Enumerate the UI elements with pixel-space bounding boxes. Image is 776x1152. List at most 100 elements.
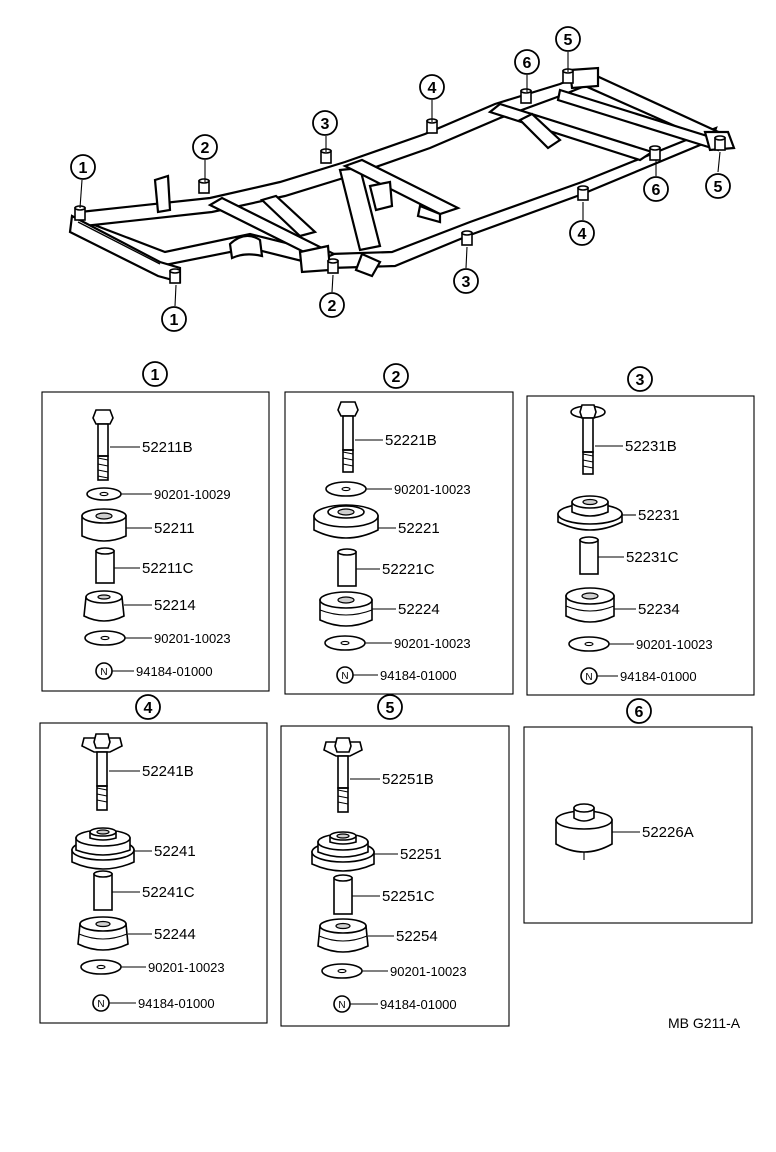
- svg-text:N: N: [97, 999, 104, 1010]
- frame-callout-4b: 4: [569, 220, 595, 246]
- collar-52211C: [95, 547, 115, 584]
- label-52226A: 52226A: [642, 824, 694, 841]
- frame-callout-1a: 1: [70, 154, 96, 180]
- label-g3-nut: 94184-01000: [620, 669, 697, 684]
- cushion-52254: [317, 918, 369, 953]
- washer-90201-10023-g5: [321, 963, 363, 979]
- frame-callout-5b: 5: [705, 173, 731, 199]
- label-52244: 52244: [154, 926, 196, 943]
- washer-90201-10023-g3: [568, 636, 610, 652]
- nut-icon-g3: N: [580, 667, 598, 685]
- nut-icon-g2: N: [336, 666, 354, 684]
- svg-text:2: 2: [392, 369, 401, 386]
- svg-text:5: 5: [714, 179, 723, 196]
- washer-90201-10023-g4: [80, 959, 122, 975]
- label-52241C: 52241C: [142, 884, 195, 901]
- label-g1-nut: 94184-01000: [136, 664, 213, 679]
- label-52251: 52251: [400, 846, 442, 863]
- label-52234: 52234: [638, 601, 680, 618]
- washer-90201-10029: [86, 487, 122, 501]
- bolt-52241B: [81, 733, 123, 811]
- svg-text:N: N: [585, 672, 592, 683]
- svg-text:5: 5: [386, 700, 395, 717]
- svg-text:4: 4: [428, 80, 437, 97]
- label-52231: 52231: [638, 507, 680, 524]
- group-5-panel: 5 52251B 52251 52251C: [280, 694, 510, 1027]
- cushion-52234: [565, 587, 615, 623]
- label-52224: 52224: [398, 601, 440, 618]
- group-4-panel: 4 52241B 52241 52241C: [39, 694, 268, 1024]
- group-3-number: 3: [627, 366, 653, 392]
- frame-callout-4a: 4: [419, 74, 445, 100]
- cushion-52224: [319, 591, 373, 627]
- svg-text:1: 1: [79, 160, 88, 177]
- label-g4-washer-bottom: 90201-10023: [148, 960, 225, 975]
- label-g4-nut: 94184-01000: [138, 996, 215, 1011]
- cushion-52221: [313, 504, 379, 539]
- nut-icon-g1: N: [95, 662, 113, 680]
- svg-text:4: 4: [578, 226, 587, 243]
- cushion-52226A: [555, 803, 613, 860]
- svg-text:N: N: [100, 667, 107, 678]
- collar-52231C: [579, 536, 599, 575]
- group-3-panel: 3 52231B 52231 52231C: [526, 366, 755, 696]
- label-52231C: 52231C: [626, 549, 679, 566]
- svg-text:6: 6: [652, 182, 661, 199]
- frame-callout-6b: 6: [643, 176, 669, 202]
- group-1-panel: 1 52211B 90201-10029 52211 52211C: [41, 361, 270, 692]
- svg-text:1: 1: [170, 312, 179, 329]
- label-52251C: 52251C: [382, 888, 435, 905]
- frame-callout-2a: 2: [192, 134, 218, 160]
- group-5-number: 5: [377, 694, 403, 720]
- label-52221B: 52221B: [385, 432, 437, 449]
- label-52254: 52254: [396, 928, 438, 945]
- svg-text:N: N: [341, 671, 348, 682]
- label-g5-washer-bottom: 90201-10023: [390, 964, 467, 979]
- label-52221: 52221: [398, 520, 440, 537]
- group-2-number: 2: [383, 363, 409, 389]
- nut-icon-g4: N: [92, 994, 110, 1012]
- label-52211B: 52211B: [142, 439, 193, 456]
- reference-code: MB G211-A: [668, 1015, 741, 1031]
- cushion-52251: [311, 831, 375, 872]
- svg-text:3: 3: [462, 274, 471, 291]
- frame-callout-5a: 5: [555, 26, 581, 52]
- frame-callout-3b: 3: [453, 268, 479, 294]
- group-4-number: 4: [135, 694, 161, 720]
- svg-text:6: 6: [523, 55, 532, 72]
- frame-callout-1b: 1: [161, 306, 187, 332]
- label-52241B: 52241B: [142, 763, 194, 780]
- frame-callout-6a: 6: [514, 49, 540, 75]
- group-2-panel: 2 52221B 90201-10023 52221 52221C: [284, 363, 514, 695]
- svg-text:N: N: [338, 1000, 345, 1011]
- group-6-number: 6: [626, 698, 652, 724]
- label-52221C: 52221C: [382, 561, 435, 578]
- bolt-52231B: [570, 404, 606, 475]
- label-g2-washer-top: 90201-10023: [394, 482, 471, 497]
- nut-icon-g5: N: [333, 995, 351, 1013]
- cushion-52231: [557, 495, 623, 531]
- label-g1-washer-bottom: 90201-10023: [154, 631, 231, 646]
- label-52214: 52214: [154, 597, 196, 614]
- svg-text:3: 3: [321, 116, 330, 133]
- frame-callout-3a: 3: [312, 110, 338, 136]
- cushion-52214: [83, 590, 125, 622]
- label-52211C: 52211C: [142, 560, 194, 577]
- frame-callout-2b: 2: [319, 292, 345, 318]
- svg-text:1: 1: [151, 367, 160, 384]
- collar-52251C: [333, 874, 353, 915]
- label-52231B: 52231B: [625, 438, 677, 455]
- washer-90201-10023-g2-top: [325, 481, 367, 497]
- cushion-52211: [81, 508, 127, 542]
- group-6-panel: 6 52226A: [523, 698, 753, 924]
- bolt-52251B: [323, 737, 363, 813]
- svg-text:2: 2: [328, 298, 337, 315]
- label-g5-nut: 94184-01000: [380, 997, 457, 1012]
- group-1-number: 1: [142, 361, 168, 387]
- label-g2-washer-bottom: 90201-10023: [394, 636, 471, 651]
- bolt-52221B: [337, 401, 359, 473]
- washer-90201-10023-g2: [324, 635, 366, 651]
- label-g2-nut: 94184-01000: [380, 668, 457, 683]
- svg-text:5: 5: [564, 32, 573, 49]
- svg-text:3: 3: [636, 372, 645, 389]
